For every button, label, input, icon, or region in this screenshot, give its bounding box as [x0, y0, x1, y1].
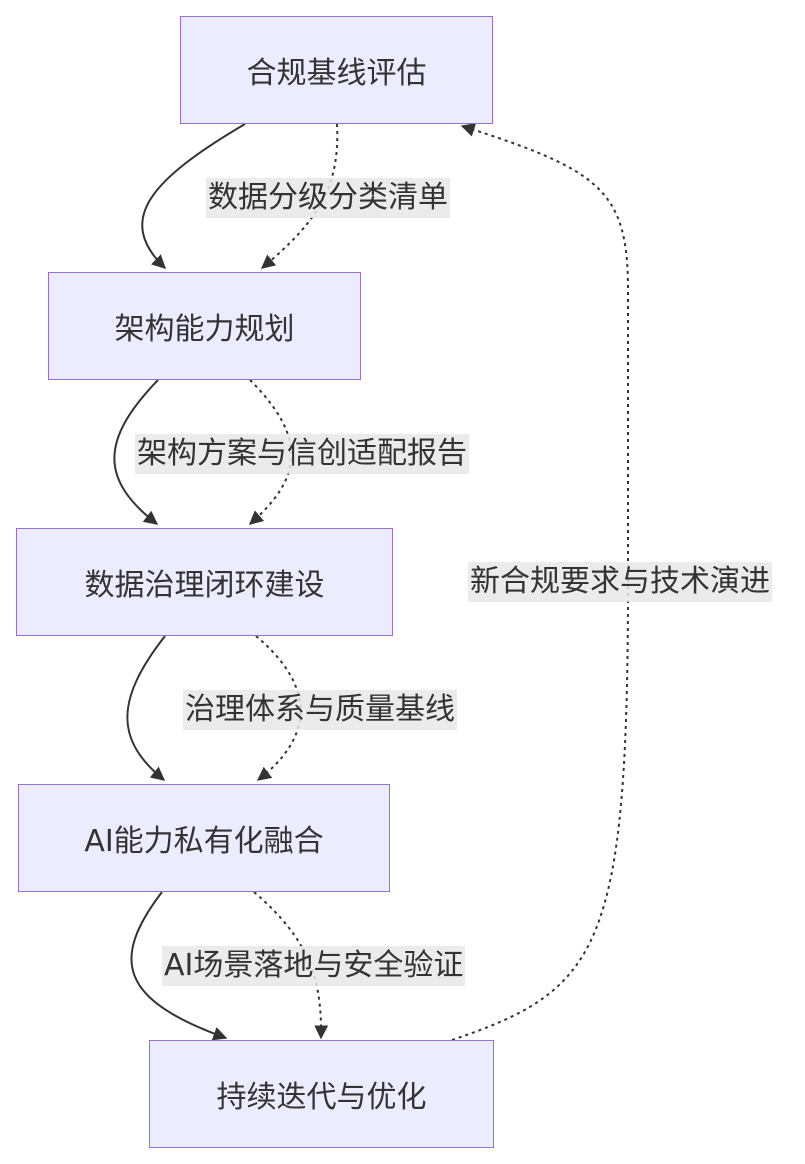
edge-5-feedback	[451, 123, 629, 1041]
edge-label-5: 新合规要求与技术演进	[468, 562, 772, 602]
edge-4-dotted	[253, 891, 329, 1040]
edge-label-2: 架构方案与信创适配报告	[135, 434, 469, 474]
edge-2-solid	[113, 379, 159, 525]
node-architecture-planning[interactable]: 架构能力规划	[48, 272, 361, 380]
edge-label-1: 数据分级分类清单	[206, 178, 450, 218]
edge-1-solid	[141, 123, 246, 269]
edge-label-4: AI场景落地与安全验证	[162, 946, 466, 986]
edge-label-3: 治理体系与质量基线	[183, 690, 457, 730]
node-continuous-iteration[interactable]: 持续迭代与优化	[149, 1040, 494, 1148]
edge-3-solid	[126, 635, 166, 781]
node-data-governance[interactable]: 数据治理闭环建设	[16, 528, 393, 636]
edge-4-solid	[130, 891, 228, 1041]
node-compliance-baseline[interactable]: 合规基线评估	[180, 16, 493, 124]
node-ai-integration[interactable]: AI能力私有化融合	[18, 784, 390, 892]
edge-2-dotted	[248, 379, 293, 525]
